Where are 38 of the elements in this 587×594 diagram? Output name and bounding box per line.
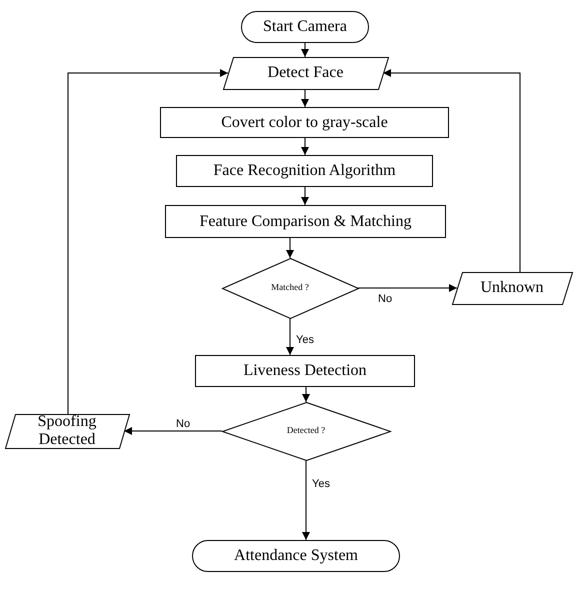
- arrow: [286, 318, 294, 356]
- node-label: Feature Comparison & Matching: [200, 212, 412, 230]
- arrow: [302, 386, 310, 402]
- node-label: Detected ?: [286, 426, 326, 436]
- io-parallelogram: [452, 272, 572, 304]
- node-label: Start Camera: [263, 18, 347, 36]
- node-label: Matched ?: [270, 283, 310, 293]
- node-label: Detect Face: [268, 64, 344, 82]
- decision-diamond: [222, 402, 390, 460]
- arrow: [124, 427, 222, 435]
- arrow: [358, 284, 458, 292]
- node-label: Spoofing Detected: [36, 413, 98, 449]
- process-box: [165, 205, 446, 238]
- process-box: [160, 107, 449, 138]
- arrow: [302, 460, 310, 540]
- terminal-box: [192, 540, 400, 572]
- io-parallelogram: [223, 57, 388, 89]
- decision-diamond: [222, 258, 358, 318]
- edge-label: No: [176, 418, 190, 430]
- arrow: [301, 88, 309, 108]
- arrow: [382, 69, 520, 272]
- node-label: Covert color to gray-scale: [221, 114, 388, 132]
- node-label: Unknown: [479, 279, 545, 297]
- edge-label: Yes: [312, 478, 330, 490]
- arrow: [286, 238, 294, 258]
- arrow: [301, 186, 309, 206]
- io-parallelogram: [5, 414, 129, 448]
- edge-label: Yes: [296, 334, 314, 346]
- terminal-box: [241, 11, 369, 43]
- process-box: [195, 355, 415, 387]
- arrow: [301, 42, 309, 58]
- node-label: Liveness Detection: [243, 362, 367, 380]
- process-box: [176, 155, 433, 187]
- arrow: [68, 69, 228, 414]
- arrow: [301, 138, 309, 156]
- node-label: Attendance System: [234, 547, 358, 565]
- edge-label: No: [378, 293, 392, 305]
- node-label: Face Recognition Algorithm: [213, 162, 396, 180]
